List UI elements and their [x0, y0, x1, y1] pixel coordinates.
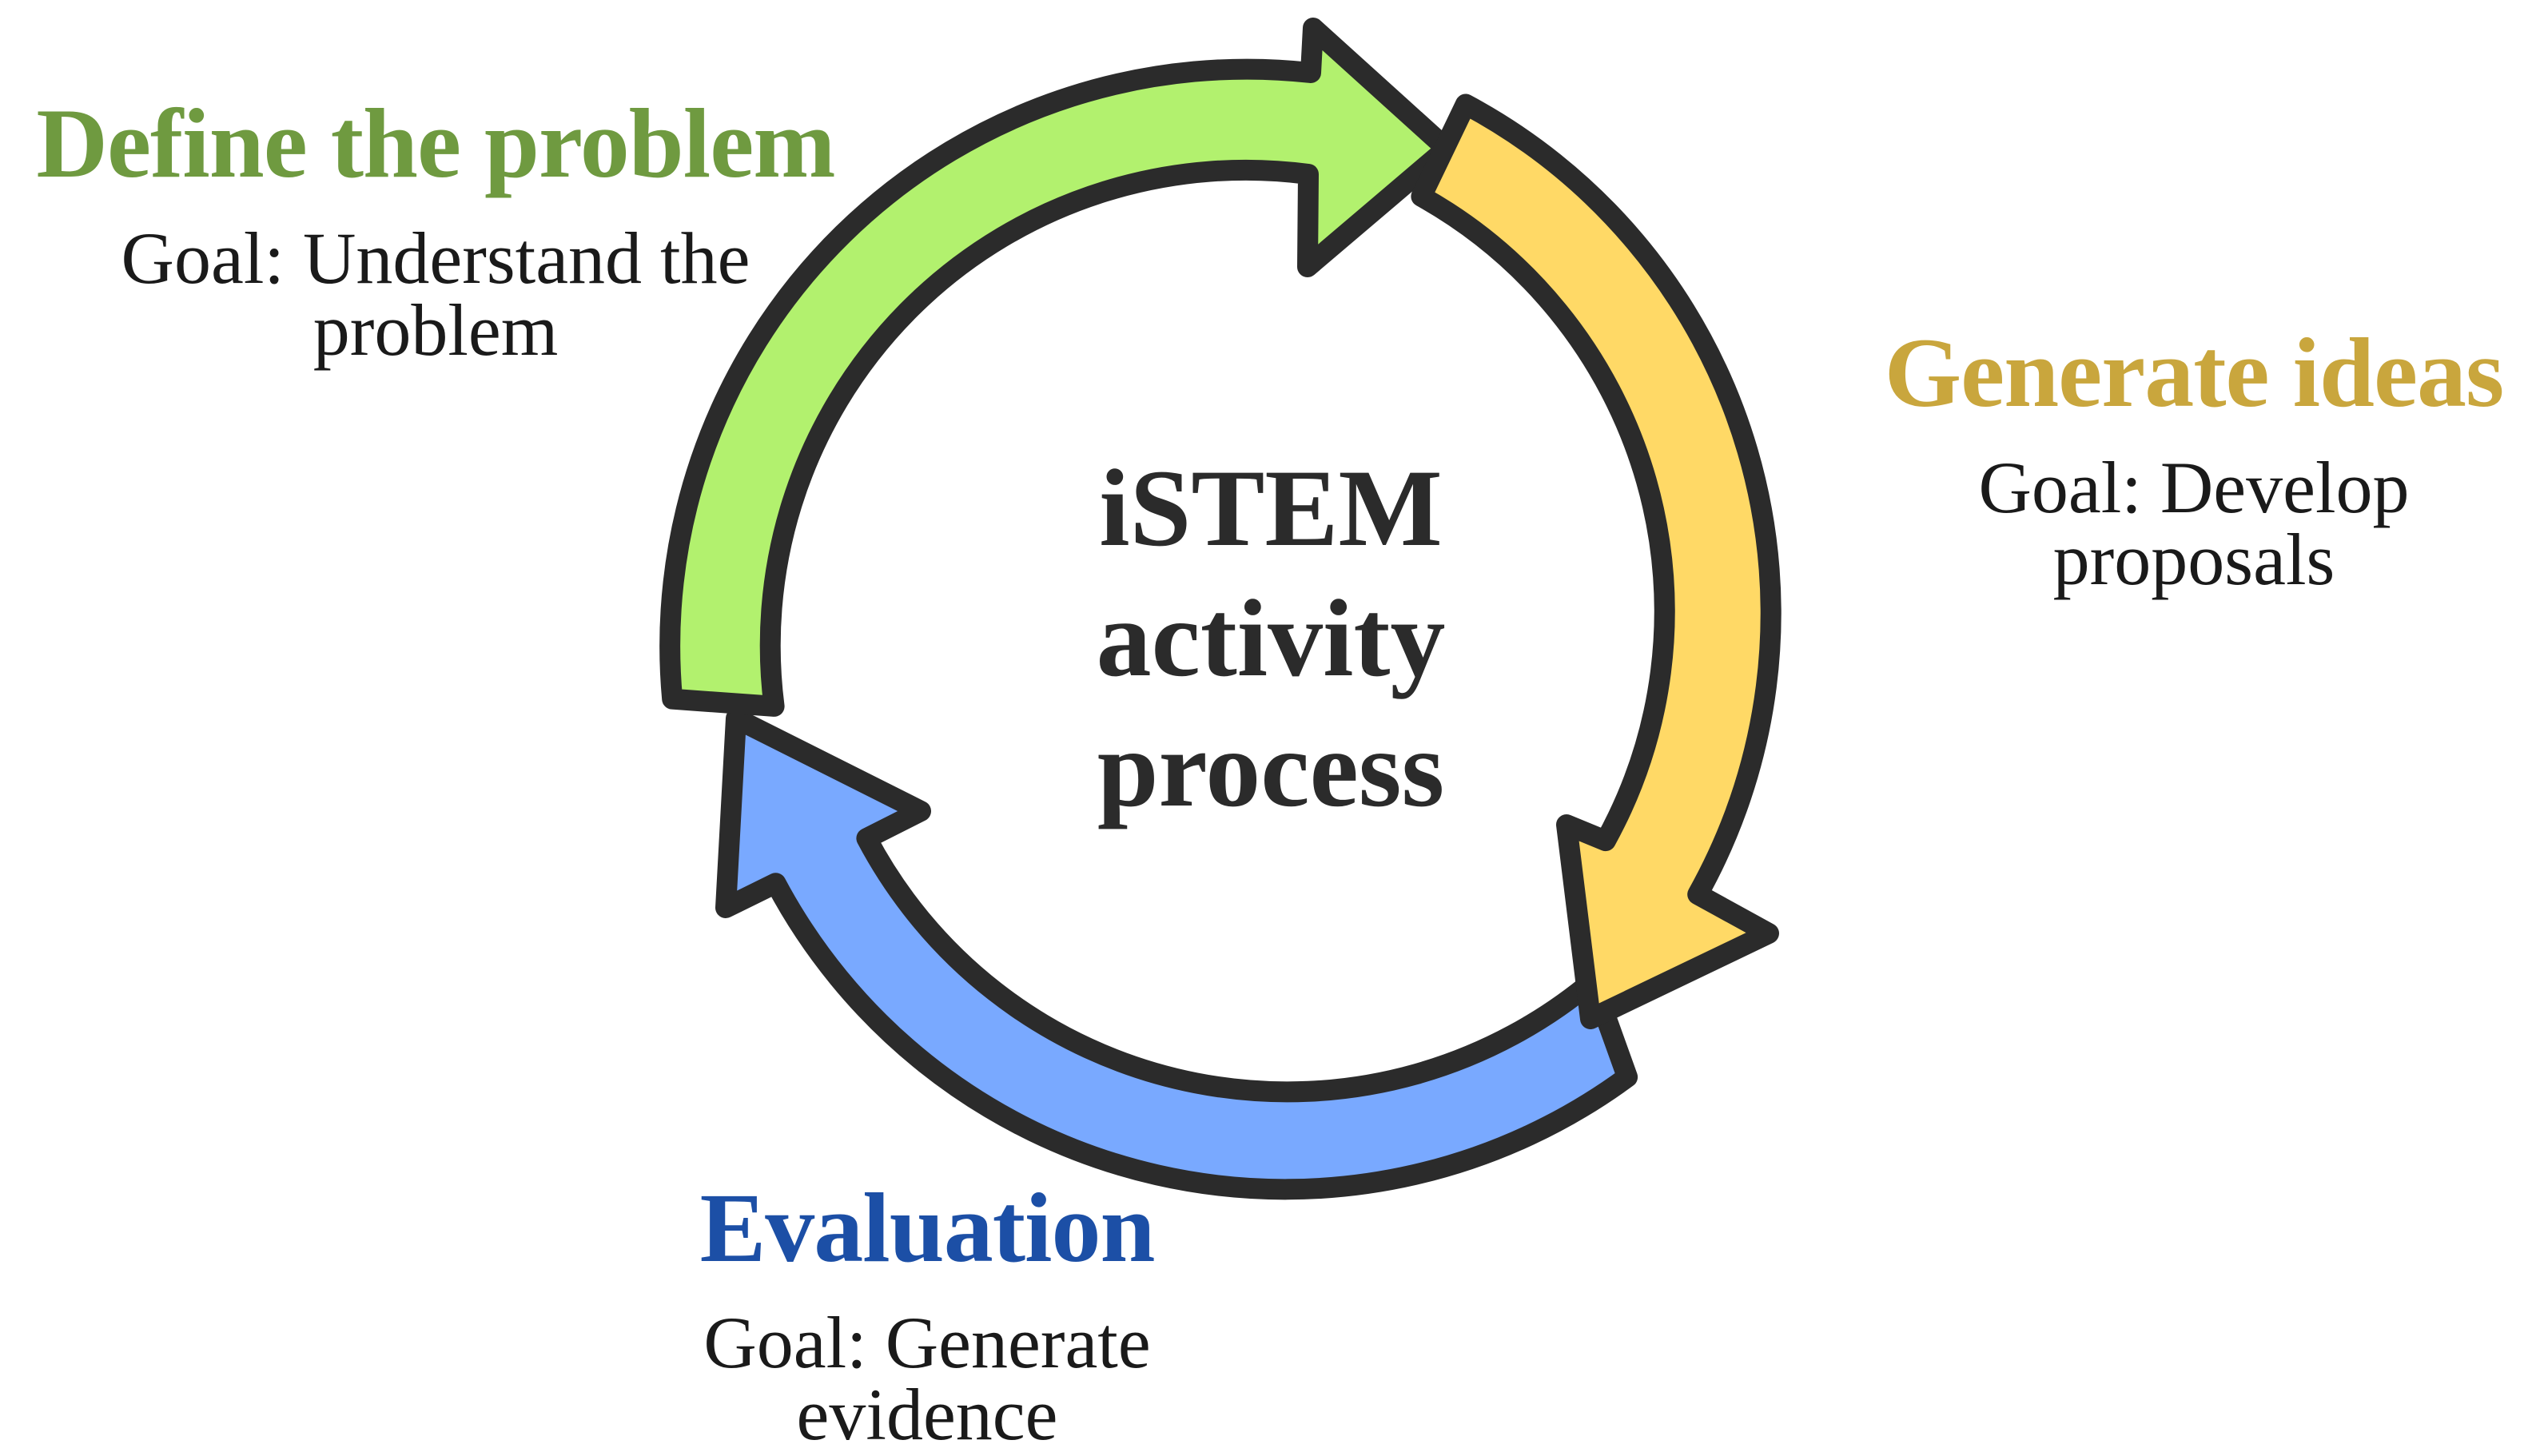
- stage-goal-line: Goal: Develop: [1978, 447, 2410, 528]
- stage-generate-ideas: Generate ideas Goal: Develop proposals: [1862, 318, 2526, 601]
- stage-goal: Goal: Generate evidence: [623, 1302, 1231, 1456]
- generate-arrow: [1411, 93, 1782, 1029]
- stage-goal: Goal: Understand the problem: [24, 217, 847, 372]
- stage-define-the-problem: Define the problem Goal: Understand the …: [24, 89, 847, 372]
- stage-goal-line: Goal: Generate: [703, 1302, 1151, 1383]
- evaluation-arrow: [715, 708, 1638, 1200]
- center-label-line: activity: [1096, 576, 1446, 699]
- stage-goal-line: Goal: Understand the: [121, 217, 750, 299]
- stage-goal-line: proposals: [2052, 519, 2335, 601]
- stage-goal-line: problem: [313, 289, 559, 372]
- center-label-line: process: [1097, 706, 1445, 829]
- center-label-line: iSTEM: [1099, 447, 1443, 569]
- stage-evaluation: Evaluation Goal: Generate evidence: [623, 1173, 1231, 1456]
- define-arrow: [659, 18, 1457, 717]
- center-label: iSTEM activity process: [1023, 444, 1519, 833]
- stage-title: Define the problem: [36, 89, 835, 198]
- stage-goal-line: evidence: [796, 1374, 1058, 1456]
- stage-title: Generate ideas: [1884, 318, 2505, 428]
- stage-goal: Goal: Develop proposals: [1862, 447, 2526, 601]
- stage-title: Evaluation: [699, 1173, 1156, 1283]
